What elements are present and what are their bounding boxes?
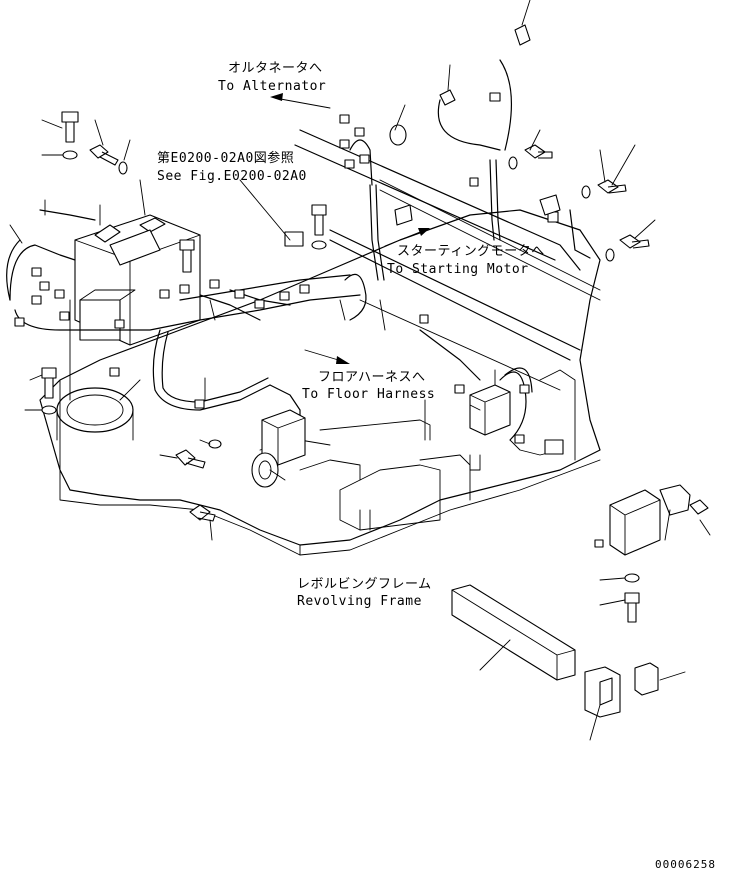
revolving-frame-label-en: Revolving Frame: [297, 594, 422, 609]
battery-area: [74, 214, 201, 346]
leader-lines: [9, 0, 711, 741]
label-to-alternator: オルタネータへ To Alternator: [218, 61, 326, 94]
see-fig-label-jp: 第E0200-02A0図参照: [157, 150, 294, 166]
label-to-floor-harness: フロアハーネスへ To Floor Harness: [302, 370, 435, 402]
main-harness: [6, 59, 591, 441]
label-to-starting-motor: スターティングモータへ To Starting Motor: [387, 244, 545, 277]
see-fig-label-en: See Fig.E0200-02A0: [157, 169, 307, 184]
starting-motor-label-jp: スターティングモータへ: [397, 244, 545, 259]
direction-arrows: [270, 93, 430, 364]
alternator-label-en: To Alternator: [218, 79, 326, 94]
label-revolving-frame: レボルビングフレーム Revolving Frame: [297, 577, 432, 609]
drawing-number: 00006258: [655, 858, 716, 871]
connectors: [14, 92, 564, 455]
counterweight-blocks: [451, 584, 659, 718]
alternator-label-jp: オルタネータへ: [228, 61, 323, 76]
relay-units: [251, 384, 691, 556]
starting-motor-label-en: To Starting Motor: [387, 262, 529, 277]
bolts-washers: [41, 24, 709, 623]
frame-rails: [294, 129, 601, 391]
revolving-frame-label-jp: レボルビングフレーム: [297, 577, 432, 592]
floor-harness-label-jp: フロアハーネスへ: [318, 370, 425, 385]
floor-harness-label-en: To Floor Harness: [302, 387, 435, 402]
label-see-fig: 第E0200-02A0図参照 See Fig.E0200-02A0: [157, 150, 307, 184]
